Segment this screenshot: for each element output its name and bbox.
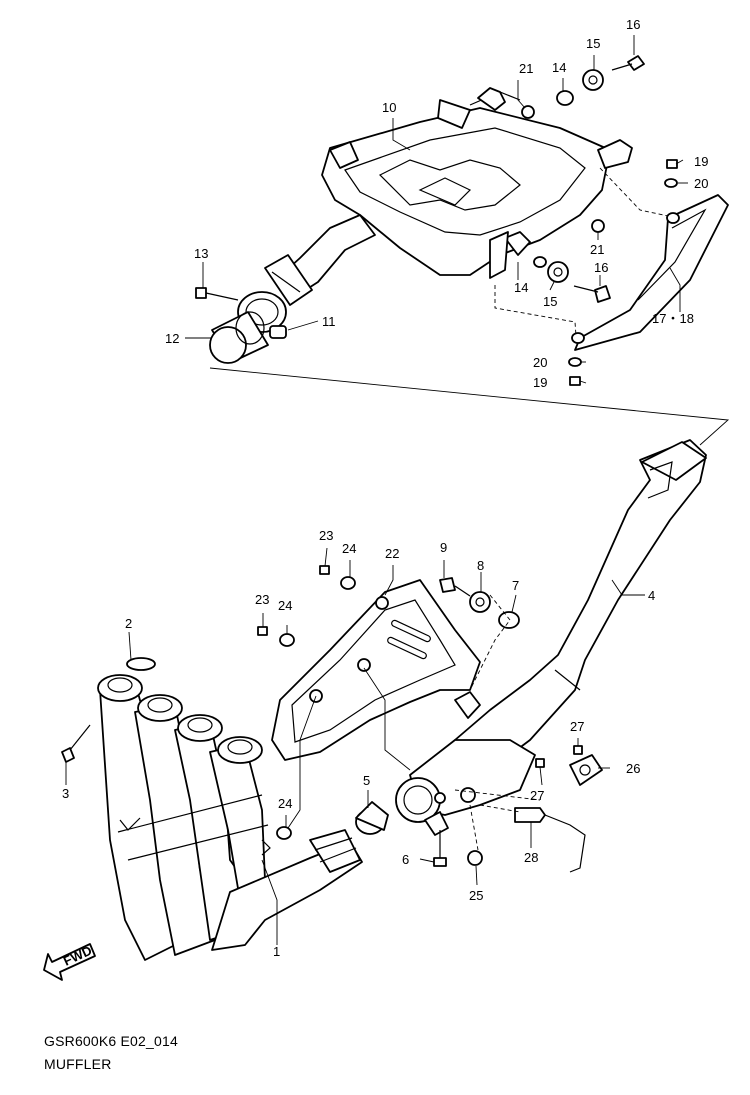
exhaust-manifold-1 [97, 674, 363, 961]
callout-21-upper: 21 [519, 61, 533, 76]
callout-10: 10 [382, 100, 396, 115]
upper-fasteners [521, 55, 645, 303]
diagram-title: MUFFLER [44, 1056, 112, 1072]
callout-27-upper: 27 [570, 719, 584, 734]
lower-leaders [65, 547, 645, 945]
callout-3: 3 [62, 786, 69, 801]
upper-leaders [185, 35, 688, 384]
callout-14-lower: 14 [514, 280, 528, 295]
callout-6: 6 [402, 852, 409, 867]
muffler-body-10 [321, 87, 633, 279]
callout-1: 1 [273, 944, 280, 959]
gasket-12 [209, 311, 269, 364]
callout-11: 11 [322, 314, 336, 329]
callout-7: 7 [512, 578, 519, 593]
callout-23-lower: 23 [255, 592, 269, 607]
callout-23-upper: 23 [319, 528, 333, 543]
callout-15-upper: 15 [586, 36, 600, 51]
callout-24-upper: 24 [342, 541, 356, 556]
callout-25: 25 [469, 888, 483, 903]
callout-17-18: 17・18 [652, 311, 694, 326]
fwd-arrow-icon: FWD [43, 943, 96, 981]
callout-21-lower: 21 [590, 242, 604, 257]
bolt-13 [195, 287, 239, 301]
muffler-cover-17-18 [568, 159, 729, 386]
callout-28: 28 [524, 850, 538, 865]
callout-20-lower: 20 [533, 355, 547, 370]
callout-9: 9 [440, 540, 447, 555]
connector-line [209, 367, 730, 446]
callout-16-upper: 16 [626, 17, 640, 32]
callout-4: 4 [648, 588, 655, 603]
callout-12: 12 [165, 331, 179, 346]
callout-14-upper: 14 [552, 60, 566, 75]
lower-fasteners [61, 565, 603, 873]
callout-5: 5 [363, 773, 370, 788]
callout-27-lower: 27 [530, 788, 544, 803]
callout-13: 13 [194, 246, 208, 261]
callout-19-upper: 19 [694, 154, 708, 169]
callout-15-lower: 15 [543, 294, 557, 309]
callout-labels: 1 2 3 4 5 6 7 8 9 10 11 12 13 14 14 15 1… [62, 17, 708, 959]
callout-22: 22 [385, 546, 399, 561]
callout-16-lower: 16 [594, 260, 608, 275]
callout-8: 8 [477, 558, 484, 573]
muffler-inlet-pipe [264, 214, 376, 306]
callout-20-upper: 20 [694, 176, 708, 191]
callout-24-middle: 24 [278, 598, 292, 613]
callout-19-lower: 19 [533, 375, 547, 390]
diagram-code: GSR600K6 E02_014 [44, 1033, 178, 1049]
callout-26: 26 [626, 761, 640, 776]
exhaust-chamber [395, 691, 536, 836]
heat-shield-22 [271, 579, 481, 761]
callout-2: 2 [125, 616, 132, 631]
callout-24-lower: 24 [278, 796, 292, 811]
